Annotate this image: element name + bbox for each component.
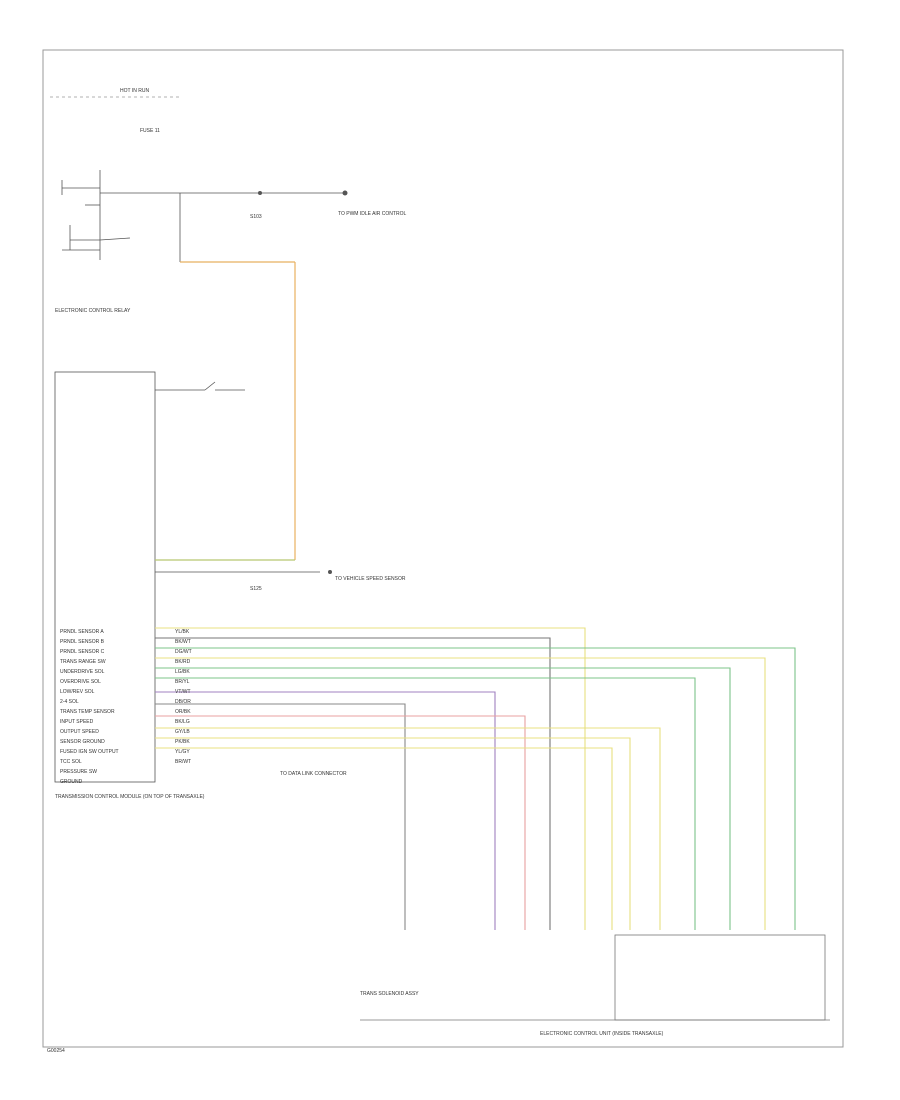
wire-color-10: GY/LB <box>175 729 190 735</box>
bottom-box-label: ELECTRONIC CONTROL UNIT (INSIDE TRANSAXL… <box>540 1031 664 1037</box>
pin-14: PRESSURE SW <box>60 769 97 775</box>
pin-3: TRANS RANGE SW <box>60 659 106 665</box>
connector-1: TRANS SOLENOID ASSY <box>360 991 419 997</box>
splice-label-2: S125 <box>250 586 262 592</box>
wire-color-labels: YL/BK BK/WT DG/WT BK/RD LG/BK BR/YL VT/W… <box>175 629 192 765</box>
pin-15: GROUND <box>60 779 83 785</box>
wire-color-11: PK/BK <box>175 739 190 745</box>
wire-color-7: DB/OR <box>175 699 191 705</box>
wire-8 <box>155 703 406 930</box>
destination-2: TO VEHICLE SPEED SENSOR <box>335 576 406 582</box>
wire-2 <box>155 637 551 930</box>
pin-0: PRNDL SENSOR A <box>60 629 104 635</box>
wire-color-1: BK/WT <box>175 639 191 645</box>
pin-5: OVERDRIVE SOL <box>60 679 101 685</box>
wire-9 <box>155 715 526 930</box>
pin-4: UNDERDRIVE SOL <box>60 669 105 675</box>
pin-8: TRANS TEMP SENSOR <box>60 709 115 715</box>
wire-color-5: BR/YL <box>175 679 190 685</box>
wire-12 <box>155 747 613 930</box>
wire-4 <box>155 657 766 930</box>
splice-dot <box>258 191 262 195</box>
wire-color-2: DG/WT <box>175 649 192 655</box>
pin-11: SENSOR GROUND <box>60 739 105 745</box>
wire-harness <box>155 627 796 930</box>
tcm-label: TRANSMISSION CONTROL MODULE (ON TOP OF T… <box>55 794 205 800</box>
wire-color-6: VT/WT <box>175 689 191 695</box>
wire-color-3: BK/RD <box>175 659 191 665</box>
wire-color-13: BR/WT <box>175 759 191 765</box>
ignition-switch <box>61 170 131 260</box>
pin-9: INPUT SPEED <box>60 719 94 725</box>
footer-id: G00254 <box>47 1048 65 1054</box>
pin-1: PRNDL SENSOR B <box>60 639 105 645</box>
fuse-label: FUSE 11 <box>140 128 160 134</box>
splice-label-1: S103 <box>250 214 262 220</box>
pin-10: OUTPUT SPEED <box>60 729 99 735</box>
wire-color-4: LG/BK <box>175 669 190 675</box>
ignition-label: ELECTRONIC CONTROL RELAY <box>55 308 131 314</box>
destination-1: TO PWM IDLE AIR CONTROL <box>338 211 406 217</box>
wire-7 <box>155 691 496 930</box>
wire-1 <box>155 627 586 930</box>
wire-11 <box>155 737 631 930</box>
pin-13: TCC SOL <box>60 759 82 765</box>
pin-7: 2-4 SOL <box>60 699 79 705</box>
destination-3: TO DATA LINK CONNECTOR <box>280 771 347 777</box>
relay-circuit <box>155 381 245 391</box>
bottom-box <box>614 934 826 1021</box>
pin-12: FUSED IGN SW OUTPUT <box>60 749 119 755</box>
pin-list: PRNDL SENSOR A PRNDL SENSOR B PRNDL SENS… <box>60 629 119 785</box>
pin-2: PRNDL SENSOR C <box>60 649 105 655</box>
pin-6: LOW/REV SOL <box>60 689 95 695</box>
wire-3 <box>155 647 796 930</box>
wire-10 <box>155 727 661 930</box>
diagram-border <box>42 49 844 1048</box>
wire-5 <box>155 667 731 930</box>
tcm-box <box>54 371 156 783</box>
wire-6 <box>155 677 696 930</box>
wire-color-8: OR/BK <box>175 709 191 715</box>
wire-color-0: YL/BK <box>175 629 190 635</box>
header-power-label: HOT IN RUN <box>120 88 149 94</box>
terminal-2 <box>328 570 332 574</box>
wire-color-9: BK/LG <box>175 719 190 725</box>
feed-terminal <box>342 190 348 196</box>
wire-color-12: YL/GY <box>175 749 190 755</box>
